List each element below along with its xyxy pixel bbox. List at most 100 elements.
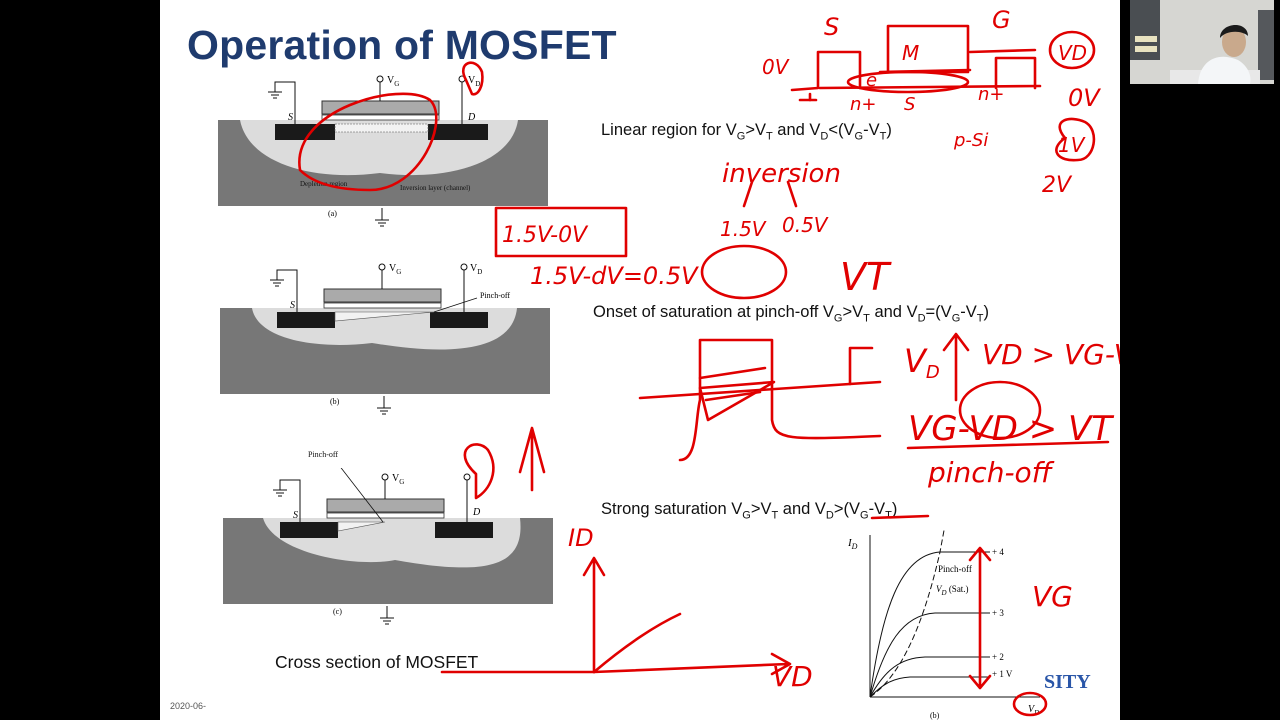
webcam-cabinet	[1258, 10, 1274, 80]
slide-title: Operation of MOSFET	[187, 22, 617, 68]
pinch-off-pointer	[340, 468, 384, 523]
tapered-channel	[337, 521, 386, 532]
webcam-book	[1135, 36, 1157, 42]
pinch-off-pointer	[433, 297, 478, 313]
annotation-loop-vd-a	[462, 61, 484, 96]
pinch-off-curve-label: Pinch-off	[938, 564, 972, 574]
gate-oxide	[323, 302, 442, 309]
ground-symbol-body	[380, 617, 394, 625]
annotation-equation: 1.5V-dV=0.5V	[530, 262, 699, 290]
annotation-vd-0v: 0V	[1068, 84, 1101, 112]
caption-linear: Linear region for VG>VT and VD<(VG-VT)	[601, 121, 892, 143]
caption-strong-saturation: Strong saturation VG>VT and VD>(VG-VT)	[601, 500, 898, 522]
ground-symbol-source	[273, 489, 287, 497]
annotation-circle-05v	[700, 244, 788, 300]
mosfet-sketch	[790, 24, 1096, 162]
curve-label-1: + 1 V	[992, 669, 1013, 679]
fig-a-label: (a)	[328, 209, 337, 218]
ground-symbol-body	[377, 407, 391, 415]
curve-label-2: + 2	[992, 652, 1004, 662]
arrow-inversion-left	[742, 180, 754, 208]
annotation-0-5v: 0.5V	[782, 213, 829, 237]
annotation-vd-axis: VD	[772, 660, 813, 693]
drain-region	[430, 312, 488, 328]
curve-label-4: + 4	[992, 547, 1004, 557]
vd-label: VD	[468, 75, 480, 88]
annotation-vg: VG	[1032, 580, 1073, 613]
id-axis-label: ID	[847, 537, 858, 551]
date-footer: 2020-06-	[170, 701, 207, 711]
inversion-channel	[334, 123, 429, 133]
hand-vg-arrow	[968, 546, 992, 690]
annotation-p-si: p-Si	[953, 130, 988, 151]
curve-vg-2	[869, 656, 990, 698]
webcam-hair	[1220, 24, 1248, 38]
drain-label: D	[472, 507, 481, 518]
annotation-vd-ineq: VD > VG-VT	[982, 338, 1120, 371]
pinch-off-locus	[869, 530, 945, 698]
source-label: S	[288, 112, 293, 123]
annotation-vt: VT	[840, 255, 892, 299]
drain-terminal	[463, 473, 471, 481]
annotation-box	[494, 206, 628, 258]
tapered-channel	[334, 311, 435, 322]
drain-region	[435, 522, 493, 538]
pinch-off-label-c: Pinch-off	[308, 450, 339, 459]
pinch-off-label: Pinch-off	[480, 291, 510, 300]
ground-symbol-source	[270, 279, 284, 287]
source-region	[275, 124, 335, 140]
annotation-vd-1v: 1V	[1058, 133, 1086, 157]
mosfet-diagram-b: VG VD S Pinch-off (b)	[220, 263, 550, 415]
annotation-circle-vd-axis	[1012, 691, 1048, 717]
annotation-s2: S	[904, 94, 915, 115]
webcam-presenter	[1130, 0, 1274, 84]
annotation-id: ID	[568, 524, 594, 552]
annotation-inversion: inversion	[722, 159, 841, 189]
annotation-vd-2v: 2V	[1042, 173, 1073, 198]
inversion-label: Inversion layer (channel)	[400, 184, 471, 192]
vg-label: VG	[387, 75, 399, 88]
drain-label: D	[467, 112, 476, 123]
webcam-shirt	[1198, 56, 1251, 84]
annotation-n-plus-left: n+	[850, 94, 877, 115]
vg-label: VG	[389, 263, 401, 276]
drain-region	[428, 124, 488, 140]
webcam-book	[1135, 46, 1157, 52]
gate-oxide	[321, 114, 440, 121]
annotation-vd: VD	[1058, 41, 1087, 65]
caption-cross-section: Cross section of MOSFET	[275, 652, 479, 672]
iv-curve-plot: ID VD + 4 + 3 + 2 + 1 V Pinch-off VD (Sa…	[847, 530, 1040, 720]
annotation-s: S	[824, 13, 839, 41]
annotation-boxed-expr: 1.5V-0V	[502, 223, 589, 248]
ground-symbol-body	[375, 219, 389, 227]
underline-vg-vt	[870, 514, 930, 520]
source-region	[277, 312, 335, 328]
source-region	[280, 522, 338, 538]
slide: Operation of MOSFET VG VD S D Depletion …	[160, 0, 1120, 720]
caption-onset-saturation: Onset of saturation at pinch-off VG>VT a…	[593, 303, 989, 325]
annotation-layer: S G M 0V VD 0V 1V 2V e n+ S n+ p-Si inve…	[298, 6, 1120, 717]
source-wire	[276, 269, 298, 312]
annotation-n-plus-right: n+	[978, 84, 1005, 105]
hand-id-curve	[592, 612, 682, 674]
annotation-m: M	[902, 41, 919, 65]
vd-label: VD	[470, 263, 482, 276]
hand-id-axis	[582, 556, 606, 674]
curve-vg-3	[869, 612, 990, 698]
arrow-inversion-right	[786, 180, 798, 208]
gate-oxide	[326, 512, 445, 519]
arrow-up-c	[518, 426, 546, 492]
annotation-1-5v: 1.5V	[720, 217, 767, 241]
curve-vg-4	[869, 551, 990, 698]
mosfet-diagram-c: VG D S (c)	[223, 468, 553, 625]
university-logo-fragment: SITY	[1044, 671, 1091, 693]
annotation-circle-gate-a	[298, 92, 438, 192]
annotation-loop-vd-c	[463, 443, 495, 500]
source-wire	[274, 81, 296, 124]
annotation-pinch-off: pinch-off	[927, 456, 1055, 489]
webcam-feed	[1130, 0, 1274, 84]
iv-fig-label: (b)	[930, 711, 940, 720]
vg-label: VG	[392, 473, 404, 486]
arrow-vd-increase	[942, 332, 970, 402]
curve-label-3: + 3	[992, 608, 1004, 618]
